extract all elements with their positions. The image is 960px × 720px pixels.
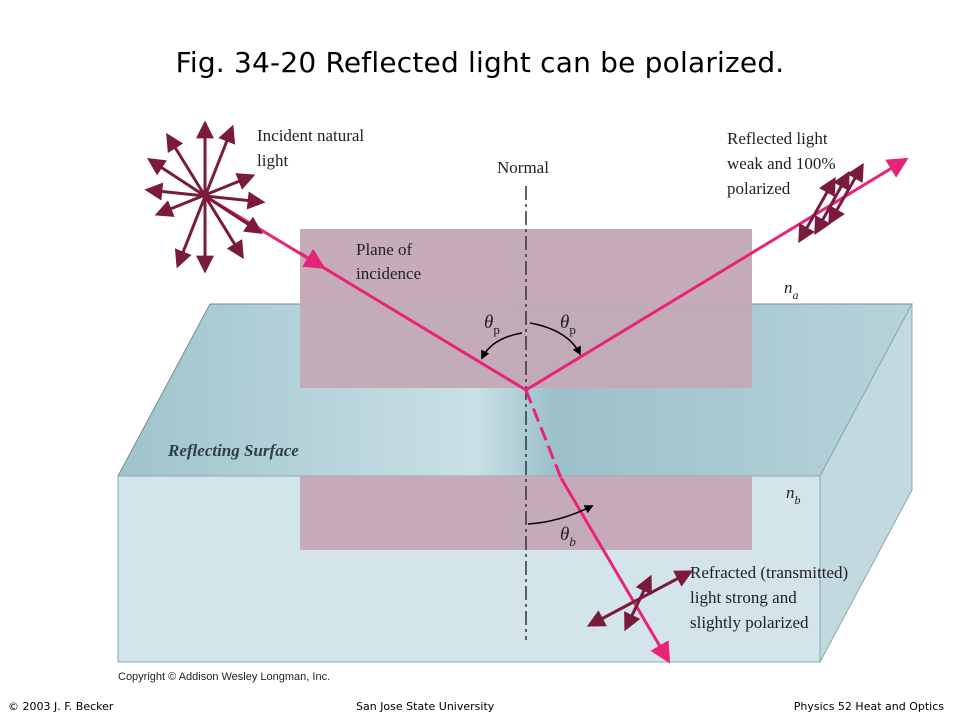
na-label: na [784,278,799,302]
plane-label-line1: Plane of [356,240,413,259]
reflected-polarization-arrows-icon [798,162,864,244]
refracted-label-line3: slightly polarized [690,613,809,632]
theta-b-label: θb [560,524,576,549]
page-title: Fig. 34-20 Reflected light can be polari… [175,46,785,79]
theta-p-right-arc [529,322,581,356]
footer-course: Physics 52 Heat and Optics [793,700,944,713]
refracted-label-line1: Refracted (transmitted) [690,563,848,582]
refracted-label-line2: light strong and [690,588,797,607]
reflected-label-line1: Reflected light [727,129,828,148]
theta-p-right-label: θp [560,312,576,337]
theta-b-arc [527,505,594,525]
refracted-polarization-arrows-icon [586,570,694,632]
incident-label-line1: Incident natural [257,126,364,145]
copyright-label: Copyright © Addison Wesley Longman, Inc. [118,671,330,683]
reflected-label-line3: polarized [727,179,791,198]
footer-author: © 2003 J. F. Becker [8,700,114,713]
incident-ray-arrow [299,248,326,269]
theta-p-left-label: θp [484,312,500,337]
normal-label: Normal [497,158,549,177]
nb-label: nb [786,483,801,507]
footer-university: San Jose State University [356,700,495,713]
incident-polarization-star-icon [144,120,266,274]
incident-label-line2: light [257,151,288,170]
polarization-diagram: Incident natural light Normal Reflected … [117,120,913,683]
reflected-label-line2: weak and 100% [727,154,836,173]
theta-p-left-arc [481,332,523,360]
reflecting-surface-label: Reflecting Surface [167,441,299,460]
plane-label-line2: incidence [356,264,421,283]
refracted-ray-dashed [524,389,563,479]
slab-side-face [819,303,913,663]
